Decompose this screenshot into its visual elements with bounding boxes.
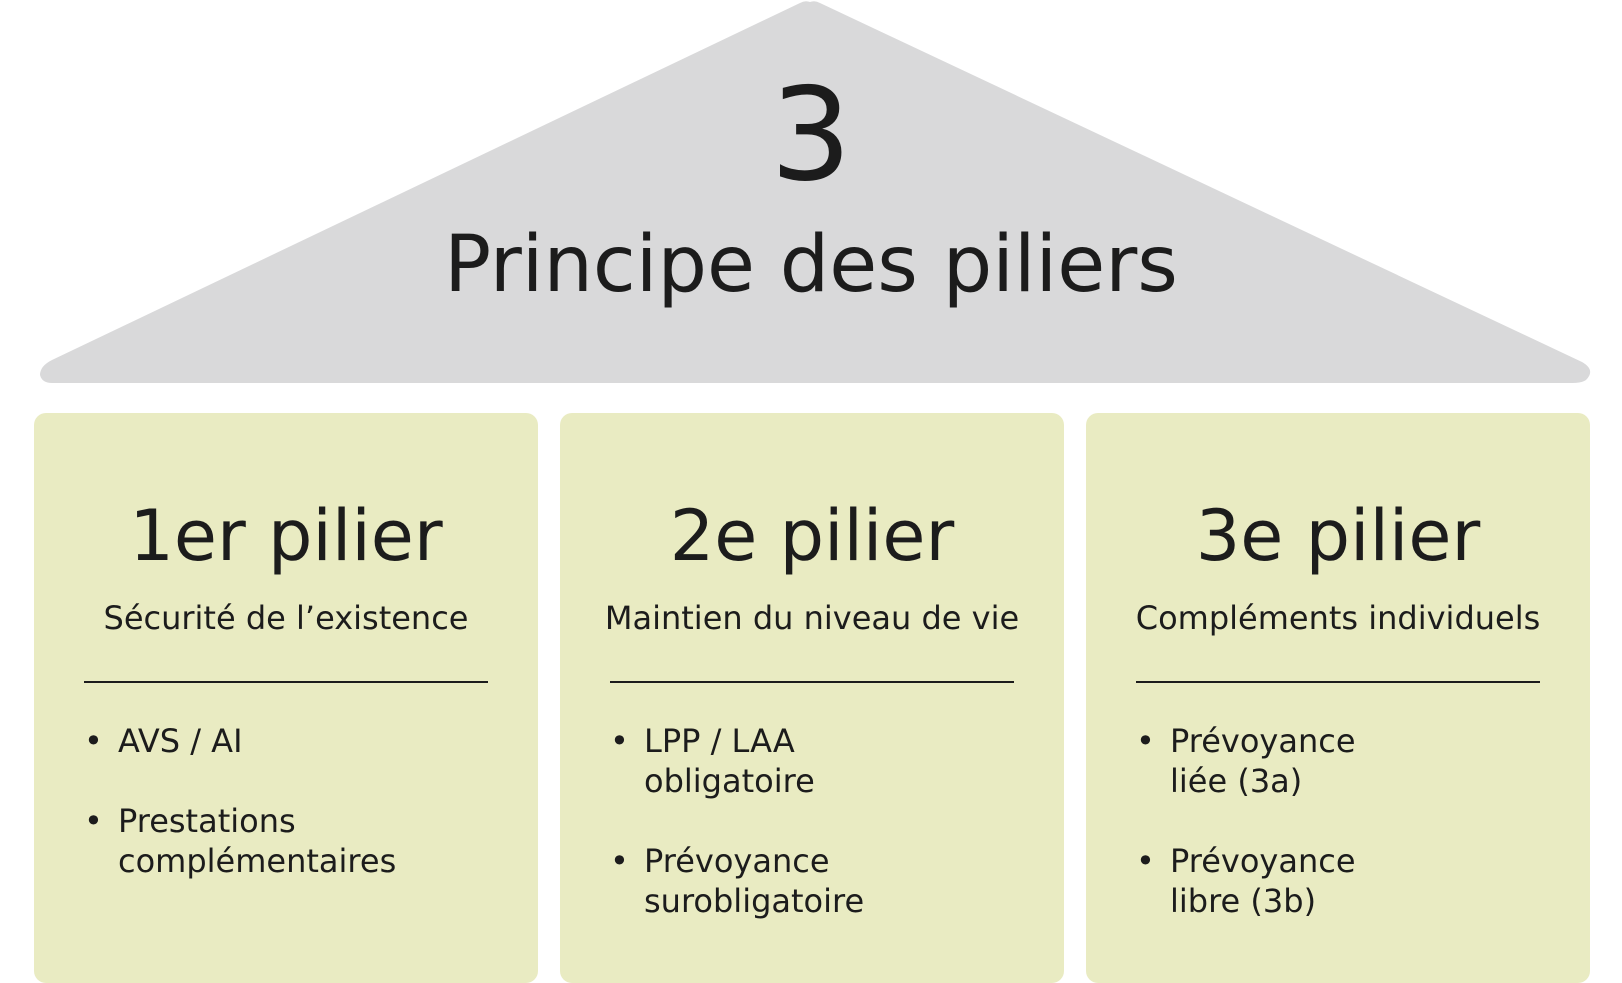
list-item-label: AVS / AI [118, 722, 243, 760]
roof-number: 3 [770, 61, 852, 210]
bullet-icon: • [610, 842, 629, 880]
roof-triangle [40, 1, 1591, 383]
list-item: • LPP / LAA obligatoire [610, 721, 1034, 801]
roof-title: Principe des piliers [444, 220, 1178, 310]
pillar-subtitle: Sécurité de l’existence [103, 599, 469, 637]
pillar-1: 1er pilier Sécurité de l’existence • AVS… [34, 413, 538, 983]
pillar-title: 3e pilier [1195, 495, 1481, 577]
list-item-label: Prestations complémentaires [118, 802, 397, 880]
bullet-icon: • [84, 722, 103, 760]
list-item: • Prévoyance liée (3a) [1136, 721, 1560, 801]
pillar-subtitle: Maintien du niveau de vie [604, 599, 1020, 637]
pillar-list: • AVS / AI • Prestations complémentaires [84, 721, 508, 921]
pillar-3: 3e pilier Compléments individuels • Prév… [1086, 413, 1590, 983]
list-item-label: Prévoyance surobligatoire [644, 842, 865, 920]
pillar-divider [610, 681, 1014, 683]
list-item: • Prestations complémentaires [84, 801, 508, 881]
bullet-icon: • [1136, 722, 1155, 760]
pillar-list: • LPP / LAA obligatoire • Prévoyance sur… [610, 721, 1034, 961]
pillar-2: 2e pilier Maintien du niveau de vie • LP… [560, 413, 1064, 983]
bullet-icon: • [1136, 842, 1155, 880]
list-item: • Prévoyance surobligatoire [610, 841, 1034, 921]
pillar-divider [1136, 681, 1540, 683]
bullet-icon: • [84, 802, 103, 840]
pillar-title: 1er pilier [129, 495, 443, 577]
roof-shape [40, 1, 1591, 383]
list-item: • AVS / AI [84, 721, 508, 761]
bullet-icon: • [610, 722, 629, 760]
list-item: • Prévoyance libre (3b) [1136, 841, 1560, 921]
pillar-subtitle: Compléments individuels [1135, 599, 1541, 637]
list-item-label: Prévoyance libre (3b) [1170, 842, 1356, 920]
pillar-title: 2e pilier [669, 495, 955, 577]
pillar-list: • Prévoyance liée (3a) • Prévoyance libr… [1136, 721, 1560, 961]
pillar-divider [84, 681, 488, 683]
list-item-label: Prévoyance liée (3a) [1170, 722, 1356, 800]
list-item-label: LPP / LAA obligatoire [644, 722, 815, 800]
